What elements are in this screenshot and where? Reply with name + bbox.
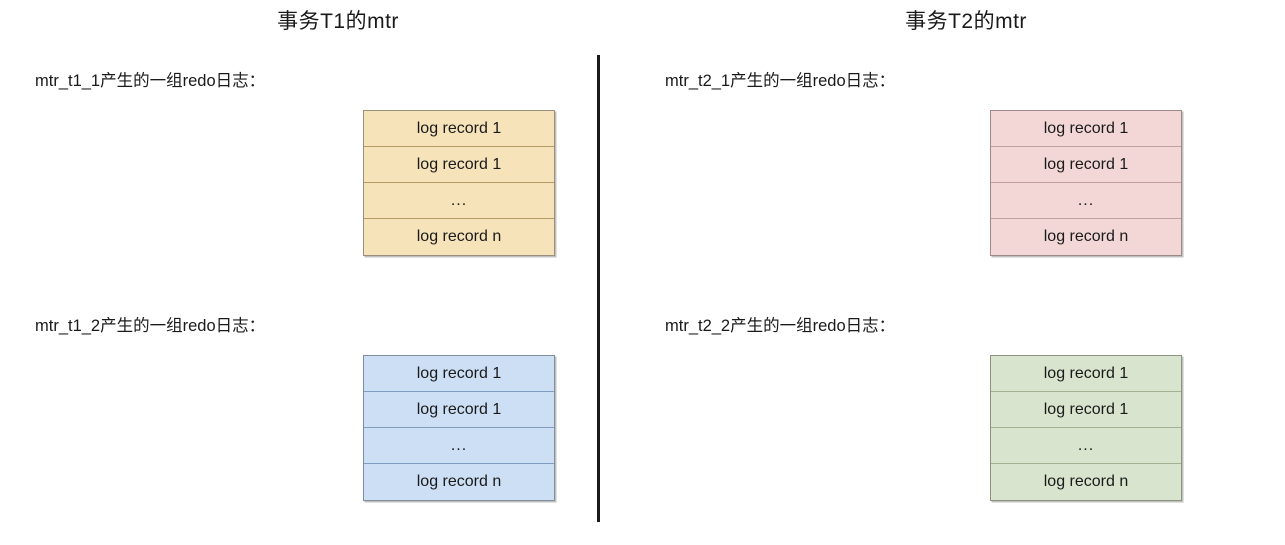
- transaction-column-t2: 事务T2的mtr mtr_t2_1产生的一组redo日志： log record…: [660, 0, 1280, 545]
- log-record-row-ellipsis: ...: [991, 183, 1181, 219]
- log-record-row-ellipsis: ...: [991, 428, 1181, 464]
- log-record-row-ellipsis: ...: [364, 183, 554, 219]
- column-title-t2: 事务T2的mtr: [905, 10, 1027, 33]
- log-record-table-t1-2: log record 1 log record 1 ... log record…: [363, 355, 555, 501]
- column-divider-line: [597, 55, 600, 522]
- log-record-row: log record 1: [991, 392, 1181, 428]
- mtr-group-label-t1-1: mtr_t1_1产生的一组redo日志：: [35, 72, 266, 90]
- mtr-group-label-t2-1: mtr_t2_1产生的一组redo日志：: [665, 72, 896, 90]
- transaction-column-t1: 事务T1的mtr mtr_t1_1产生的一组redo日志： log record…: [30, 0, 650, 545]
- log-record-row: log record n: [991, 219, 1181, 255]
- column-title-t1: 事务T1的mtr: [277, 10, 399, 33]
- log-record-table-t2-1: log record 1 log record 1 ... log record…: [990, 110, 1182, 256]
- log-record-row: log record 1: [364, 392, 554, 428]
- log-record-row: log record n: [991, 464, 1181, 500]
- log-record-row-ellipsis: ...: [364, 428, 554, 464]
- log-record-row: log record 1: [364, 356, 554, 392]
- log-record-row: log record 1: [991, 147, 1181, 183]
- log-record-row: log record 1: [991, 356, 1181, 392]
- log-record-row: log record n: [364, 219, 554, 255]
- log-record-table-t2-2: log record 1 log record 1 ... log record…: [990, 355, 1182, 501]
- mtr-group-label-t2-2: mtr_t2_2产生的一组redo日志：: [665, 317, 896, 335]
- log-record-row: log record 1: [364, 147, 554, 183]
- mtr-group-label-t1-2: mtr_t1_2产生的一组redo日志：: [35, 317, 266, 335]
- log-record-row: log record 1: [364, 111, 554, 147]
- log-record-row: log record 1: [991, 111, 1181, 147]
- log-record-table-t1-1: log record 1 log record 1 ... log record…: [363, 110, 555, 256]
- log-record-row: log record n: [364, 464, 554, 500]
